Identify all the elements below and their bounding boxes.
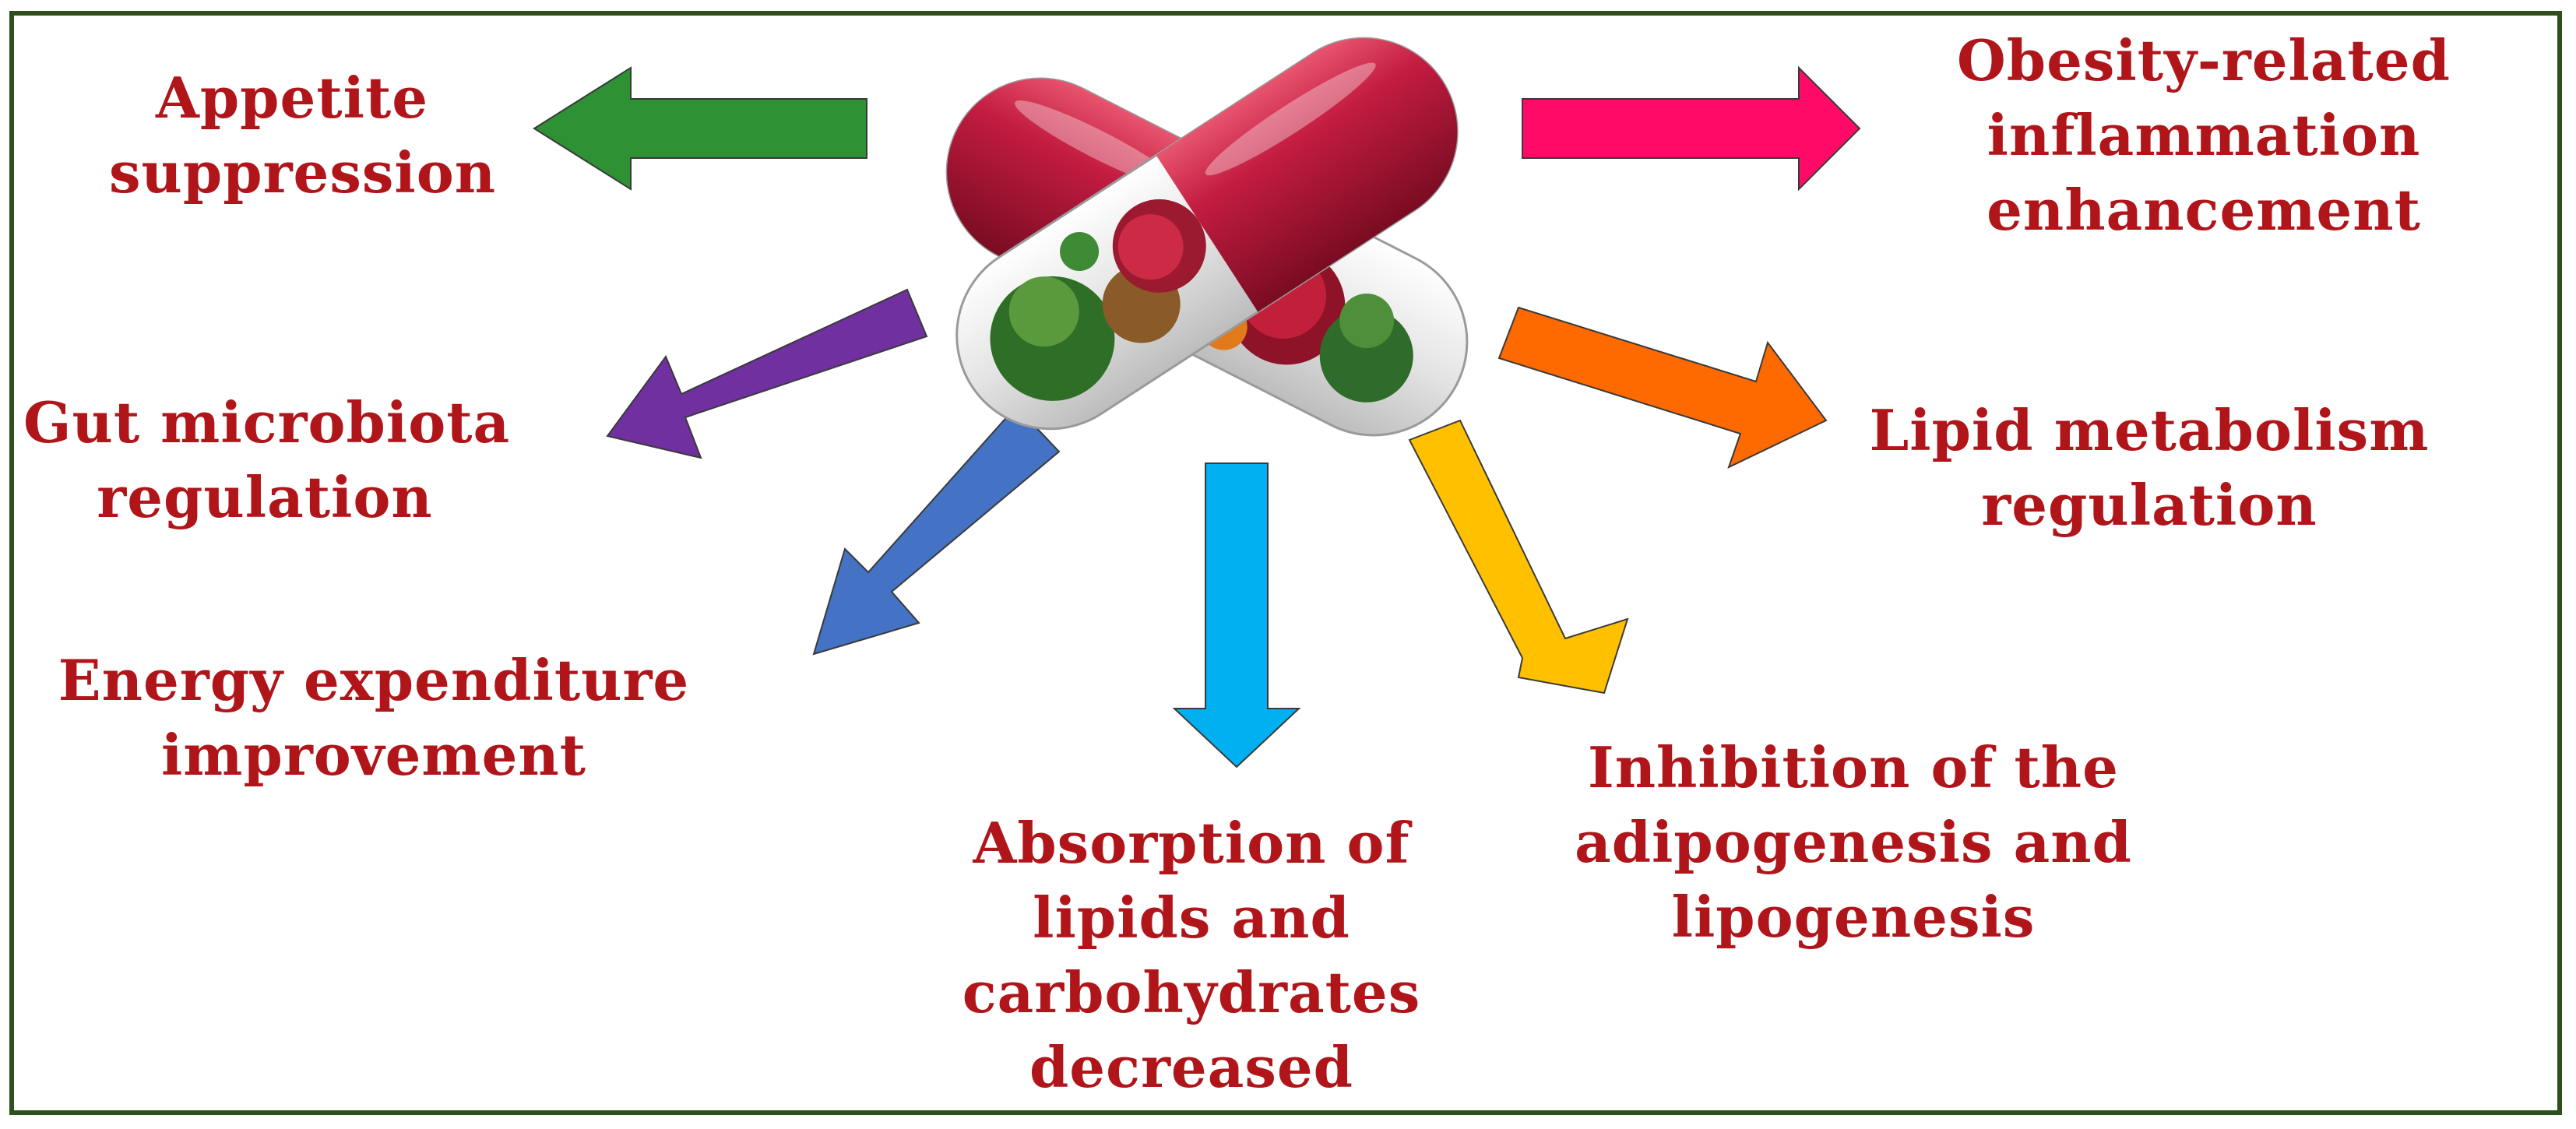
arrow-inflammation [1522,65,1861,192]
label-line: Gut microbiota [23,389,511,455]
label-line: inflammation [1987,102,2421,168]
label-line: Absorption of [973,810,1410,876]
arrow-lipid [1497,306,1828,469]
label-line: improvement [160,722,587,788]
label-line: Appetite [155,65,429,131]
label-line: carbohydrates [962,959,1421,1025]
label-line: Inhibition of the [1588,734,2119,800]
label-line: Energy expenditure [58,647,690,713]
label-line: lipogenesis [1671,884,2036,950]
label-line: regulation [1981,472,2317,538]
arrow-energy [812,405,1061,656]
label-energy: Energy expenditure improvement [55,643,693,793]
arrow-absorption [1172,463,1301,768]
label-line: decreased [1029,1034,1354,1100]
label-adipogenesis: Inhibition of the adipogenesis and lipogen… [1557,730,2149,955]
label-lipid: Lipid metabolism regulation [1853,393,2445,543]
label-absorption: Absorption of lipids and carbohydrates decr… [950,806,1433,1105]
label-line: adipogenesis and [1575,809,2132,875]
label-line: lipids and [1033,885,1350,951]
label-line: Lipid metabolism [1869,397,2430,463]
arrow-appetite [533,66,867,191]
arrow-gut [606,288,928,459]
label-inflammation: Obesity-related inflammation enhancement [1923,23,2484,248]
label-gut: Gut microbiota regulation [23,385,511,535]
label-appetite: Appetite suppression [109,61,497,210]
arrow-adipogenesis [1408,419,1629,695]
label-line: enhancement [1987,177,2421,243]
label-line: suppression [109,139,497,206]
label-line: regulation [97,464,433,530]
capsule-illustration [945,37,1469,437]
label-line: Obesity-related [1957,27,2451,93]
